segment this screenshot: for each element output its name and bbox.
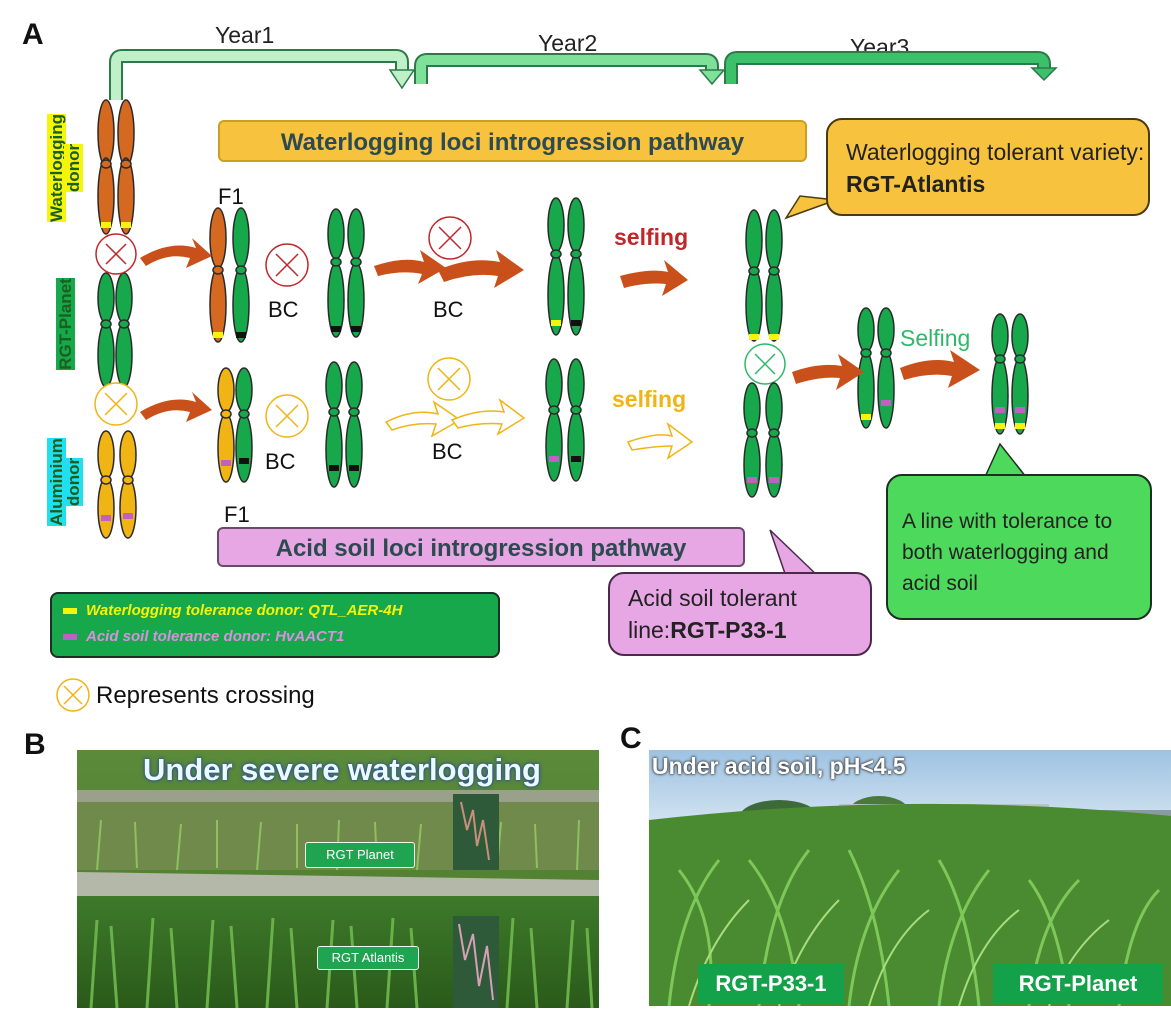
year3-arrow <box>724 51 1058 84</box>
selfing-top-label: selfing <box>614 224 689 250</box>
f1-bottom-label: F1 <box>224 502 250 527</box>
combined-f1-chromosomes <box>857 307 895 429</box>
atlantis-callout-prefix: Waterlogging tolerant variety: <box>846 139 1145 165</box>
recurrent-top-chromosomes <box>327 208 365 338</box>
bc-label-4: BC <box>432 439 463 464</box>
both-tolerance-callout: A line with tolerance to both waterloggi… <box>886 474 1152 620</box>
final-line-chromosomes <box>991 313 1029 435</box>
photo-c-title: Under acid soil, pH<4.5 <box>652 753 906 779</box>
gold-outline-arrows <box>384 397 694 460</box>
year1-label: Year1 <box>215 22 275 48</box>
bc-label-1: BC <box>268 297 299 322</box>
planet-donor-label: RGT-Planet <box>56 274 77 374</box>
cross-symbol-red-1 <box>95 233 137 275</box>
bc-label-3: BC <box>265 449 296 474</box>
planet-donor-text: RGT-Planet <box>56 278 75 370</box>
diagram-canvas <box>94 49 1058 539</box>
aluminium-donor-text: Aluminium donor <box>47 438 83 526</box>
cross-symbol-gold-1 <box>94 382 138 426</box>
p33-callout-prefix: Acid soil tolerant line: <box>628 585 797 643</box>
acid-soil-field-photo: Under acid soil, pH<4.5 RGT-P33-1 RGT-Pl… <box>649 750 1171 1006</box>
rgt-atlantis-tag: RGT Atlantis <box>317 946 419 970</box>
bc-top-chromosomes <box>547 197 585 336</box>
year2-arrow <box>414 53 726 86</box>
atlantis-chromosomes <box>745 209 783 342</box>
cross-symbol-green <box>744 343 786 385</box>
aluminium-donor-label: Aluminium donor <box>47 414 88 550</box>
photo-b-title: Under severe waterlogging <box>143 752 541 787</box>
panel-a-letter: A <box>22 18 44 51</box>
waterlogging-donor-chromosomes <box>97 99 135 235</box>
waterlogging-field-photo: Under severe waterlogging RGT Planet RGT… <box>77 750 599 1008</box>
selfing-final-label: Selfing <box>900 325 971 351</box>
year2-label: Year2 <box>538 30 598 56</box>
legend-pink-swatch <box>63 634 77 640</box>
atlantis-callout-name: RGT-Atlantis <box>846 171 986 197</box>
p33-callout: Acid soil tolerant line:RGT-P33-1 <box>608 572 872 656</box>
field-c-drawing <box>649 750 1171 1006</box>
p33-callout-name: RGT-P33-1 <box>670 617 787 643</box>
planet-parent-chromosomes <box>97 272 133 388</box>
legend-waterlogging: Waterlogging tolerance donor: QTL_AER-4H <box>86 602 403 619</box>
atlantis-callout: Waterlogging tolerant variety: RGT-Atlan… <box>826 118 1150 216</box>
orange-arrows <box>140 238 980 422</box>
panel-b-letter: B <box>24 728 46 761</box>
waterlogging-pathway-banner: Waterlogging loci introgression pathway <box>218 120 807 162</box>
rgt-planet-tag: RGT Planet <box>305 842 415 868</box>
year1-arrow <box>109 49 416 100</box>
panel-c-letter: C <box>620 722 642 755</box>
acid-pathway-banner: Acid soil loci introgression pathway <box>217 527 745 567</box>
cross-symbol-red-3 <box>428 216 472 260</box>
cross-symbol-red-2 <box>265 243 309 287</box>
legend-acid: Acid soil tolerance donor: HvAACT1 <box>86 628 345 645</box>
p33-chromosomes <box>743 382 783 498</box>
rgt-p33-tag: RGT-P33-1 <box>698 964 844 1004</box>
f1-bottom-chromosomes <box>217 367 253 483</box>
waterlogging-donor-text: Waterlogging donor <box>47 114 83 222</box>
f1-top-label: F1 <box>218 184 244 209</box>
bc-label-2: BC <box>433 297 464 322</box>
both-tolerance-text: A line with tolerance to both waterloggi… <box>902 510 1113 595</box>
cross-symbol-gold-3 <box>427 357 471 401</box>
marker-legend: Waterlogging tolerance donor: QTL_AER-4H… <box>50 592 500 658</box>
legend-yellow-swatch <box>63 608 77 614</box>
legend-cross-icon <box>56 678 90 712</box>
rgt-planet-tag-c: RGT-Planet <box>993 964 1163 1004</box>
legend-crossing-text: Represents crossing <box>96 682 315 709</box>
selfing-bottom-label: selfing <box>612 386 687 412</box>
f1-top-chromosomes <box>209 207 250 343</box>
cross-symbol-gold-2 <box>265 394 309 438</box>
recurrent-bottom-chromosomes <box>325 361 363 488</box>
aluminium-donor-chromosomes <box>97 430 137 539</box>
waterlogging-donor-label: Waterlogging donor <box>47 100 84 236</box>
bc-bottom-chromosomes <box>545 358 585 482</box>
